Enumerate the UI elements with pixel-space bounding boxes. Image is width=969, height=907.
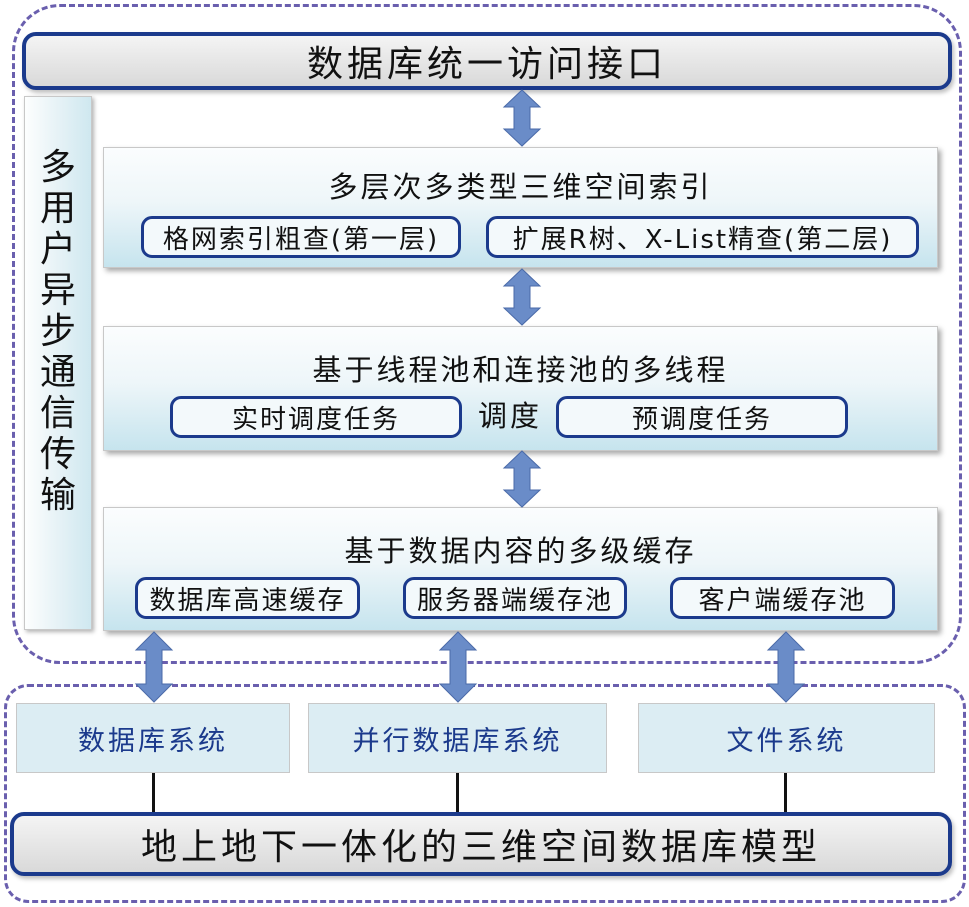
upper-dashed-region	[12, 4, 962, 664]
multi-user-async-comm-panel: 多用户异步通信传输	[24, 96, 92, 630]
top-interface-label: 数据库统一访问接口	[306, 44, 667, 85]
connector-line-file	[784, 773, 787, 813]
multi-level-cache-layer: 基于数据内容的多级缓存 数据库高速缓存 服务器端缓存池 客户端缓存池	[103, 507, 938, 631]
pre-scheduling-box: 预调度任务	[556, 396, 848, 438]
realtime-scheduling-box: 实时调度任务	[170, 396, 462, 438]
connector-line-parallel	[456, 773, 459, 813]
arrow-cache-parallel-system	[438, 631, 478, 703]
thread-scheduling-title-cont: 调度	[477, 399, 542, 433]
side-panel-label: 多用户异步通信传输	[39, 147, 76, 516]
file-system-label: 文件系统	[726, 725, 847, 757]
rtree-xlist-fine-box: 扩展R树、X-List精查(第二层)	[486, 216, 919, 258]
thread-scheduling-layer: 基于线程池和连接池的多线程 实时调度任务 调度 预调度任务	[103, 326, 938, 451]
arrow-cache-file-system	[766, 631, 806, 703]
spatial-index-title: 多层次多类型三维空间索引	[328, 170, 713, 204]
bottom-model-label: 地上地下一体化的三维空间数据库模型	[140, 827, 821, 868]
database-unified-access-interface: 数据库统一访问接口	[22, 32, 952, 90]
multi-level-cache-title: 基于数据内容的多级缓存	[344, 534, 697, 568]
connector-line-database	[152, 773, 155, 813]
arrow-cache-database-system	[134, 631, 174, 703]
thread-scheduling-title: 基于线程池和连接池的多线程	[312, 353, 729, 387]
rtree-xlist-fine-label: 扩展R树、X-List精查(第二层)	[512, 224, 893, 255]
spatial-index-layer: 多层次多类型三维空间索引 格网索引粗查(第一层) 扩展R树、X-List精查(第…	[103, 147, 938, 268]
parallel-database-system-box: 并行数据库系统	[308, 703, 607, 773]
arrow-threads-cache	[502, 450, 542, 508]
file-system-box: 文件系统	[638, 703, 935, 773]
arrow-index-threads	[502, 268, 542, 326]
grid-index-coarse-box: 格网索引粗查(第一层)	[141, 216, 461, 258]
server-cache-pool-label: 服务器端缓存池	[416, 585, 613, 616]
client-cache-pool-label: 客户端缓存池	[698, 585, 867, 616]
database-system-label: 数据库系统	[78, 725, 228, 757]
realtime-scheduling-label: 实时调度任务	[231, 404, 400, 435]
database-system-box: 数据库系统	[16, 703, 290, 773]
lower-dashed-region	[4, 684, 966, 903]
arrow-interface-index	[502, 89, 542, 147]
database-cache-box: 数据库高速缓存	[135, 577, 360, 619]
grid-index-coarse-label: 格网索引粗查(第一层)	[162, 224, 440, 255]
pre-scheduling-label: 预调度任务	[631, 404, 772, 435]
parallel-database-system-label: 并行数据库系统	[352, 725, 563, 757]
server-cache-pool-box: 服务器端缓存池	[403, 577, 627, 619]
database-cache-label: 数据库高速缓存	[149, 585, 346, 616]
integrated-3d-spatial-db-model: 地上地下一体化的三维空间数据库模型	[10, 812, 952, 876]
client-cache-pool-box: 客户端缓存池	[670, 577, 895, 619]
